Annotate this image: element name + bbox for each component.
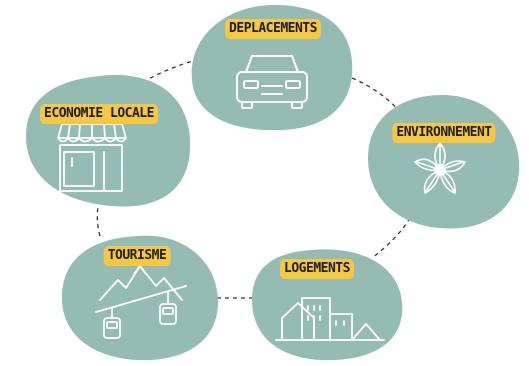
connector-environnement-logements — [371, 217, 411, 259]
connector-tourisme-economie — [96, 205, 101, 237]
label-economie-locale: ECONOMIE LOCALE — [40, 104, 158, 124]
label-deplacements: DEPLACEMENTS — [225, 19, 321, 39]
icons — [57, 55, 466, 341]
blob-tourisme — [61, 235, 218, 361]
connector-deplacements-environnement — [351, 77, 406, 119]
connector-economie-deplacements — [142, 59, 197, 83]
buildings-icon — [275, 297, 385, 341]
label-tourisme: TOURISME — [103, 246, 171, 266]
car-icon — [236, 55, 308, 109]
connectors — [96, 59, 411, 299]
shop-storefront-icon — [57, 123, 127, 192]
mountain-cable-car-icon — [95, 265, 187, 339]
edelweiss-flower-icon — [414, 142, 466, 194]
label-logements: LOGEMENTS — [280, 259, 354, 279]
blobs — [26, 4, 520, 361]
label-environnement: ENVIRONNEMENT — [392, 123, 496, 143]
